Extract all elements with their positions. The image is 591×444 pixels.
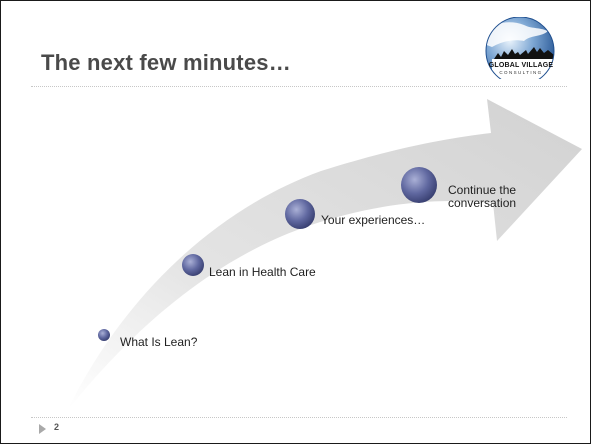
step-4-label: Continue the conversation	[448, 184, 516, 210]
step-4-label-line1: Continue the	[448, 183, 517, 197]
global-village-logo: GLOBAL VILLAGE CONSULTING	[485, 17, 555, 79]
page-marker-triangle-icon	[39, 424, 46, 434]
footer-divider	[31, 417, 567, 418]
slide-title: The next few minutes…	[41, 50, 291, 75]
step-2-bullet	[182, 254, 204, 276]
title-divider	[31, 86, 567, 87]
curved-arrow-shape	[67, 99, 582, 411]
logo-text-line1: GLOBAL VILLAGE	[489, 62, 554, 69]
step-4-label-line2: conversation	[448, 196, 517, 210]
step-3-bullet	[285, 199, 315, 229]
page-number: 2	[54, 422, 60, 432]
logo-text-line2: CONSULTING	[499, 70, 542, 75]
step-1-bullet	[98, 329, 110, 341]
step-2-label: Lean in Health Care	[209, 265, 316, 279]
step-4-bullet	[401, 167, 437, 203]
step-3-label: Your experiences…	[321, 213, 426, 227]
step-1-label: What Is Lean?	[120, 335, 198, 349]
